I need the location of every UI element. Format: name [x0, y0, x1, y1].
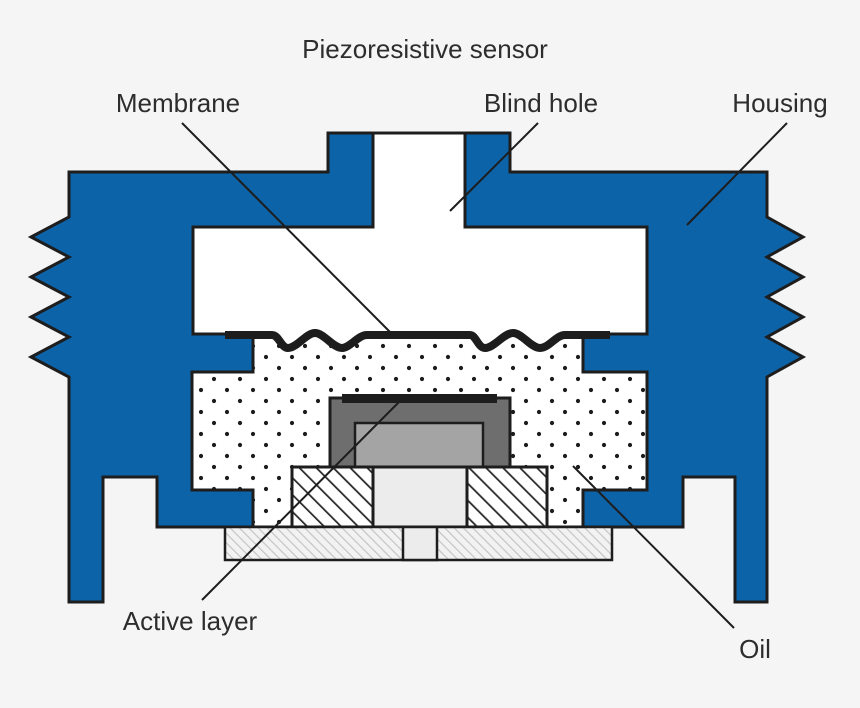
oil-label: Oil: [739, 634, 771, 664]
blind-hole-leader-line: [449, 122, 539, 212]
membrane-line: [225, 329, 610, 352]
active-layer-inner-block: [353, 421, 485, 469]
active-layer-leader-line: [201, 400, 401, 601]
blind-hole-cavity: [193, 131, 647, 336]
diagram-title: Piezoresistive sensor: [302, 34, 548, 64]
oil-leader-line: [572, 465, 735, 629]
membrane-label: Membrane: [115, 88, 241, 118]
base-plate-port: [401, 525, 439, 562]
active-layer-top-contact: [342, 394, 497, 403]
membrane-leader-line: [181, 122, 391, 333]
pedestal-center-block: [371, 465, 469, 529]
housing-left-body: [27, 131, 375, 604]
blind-hole-label: Blind hole: [483, 88, 599, 118]
housing-leader-line: [686, 122, 788, 226]
housing-label: Housing: [732, 88, 828, 118]
active-layer-label: Active layer: [122, 606, 258, 636]
support-right-hatch: [465, 465, 549, 529]
